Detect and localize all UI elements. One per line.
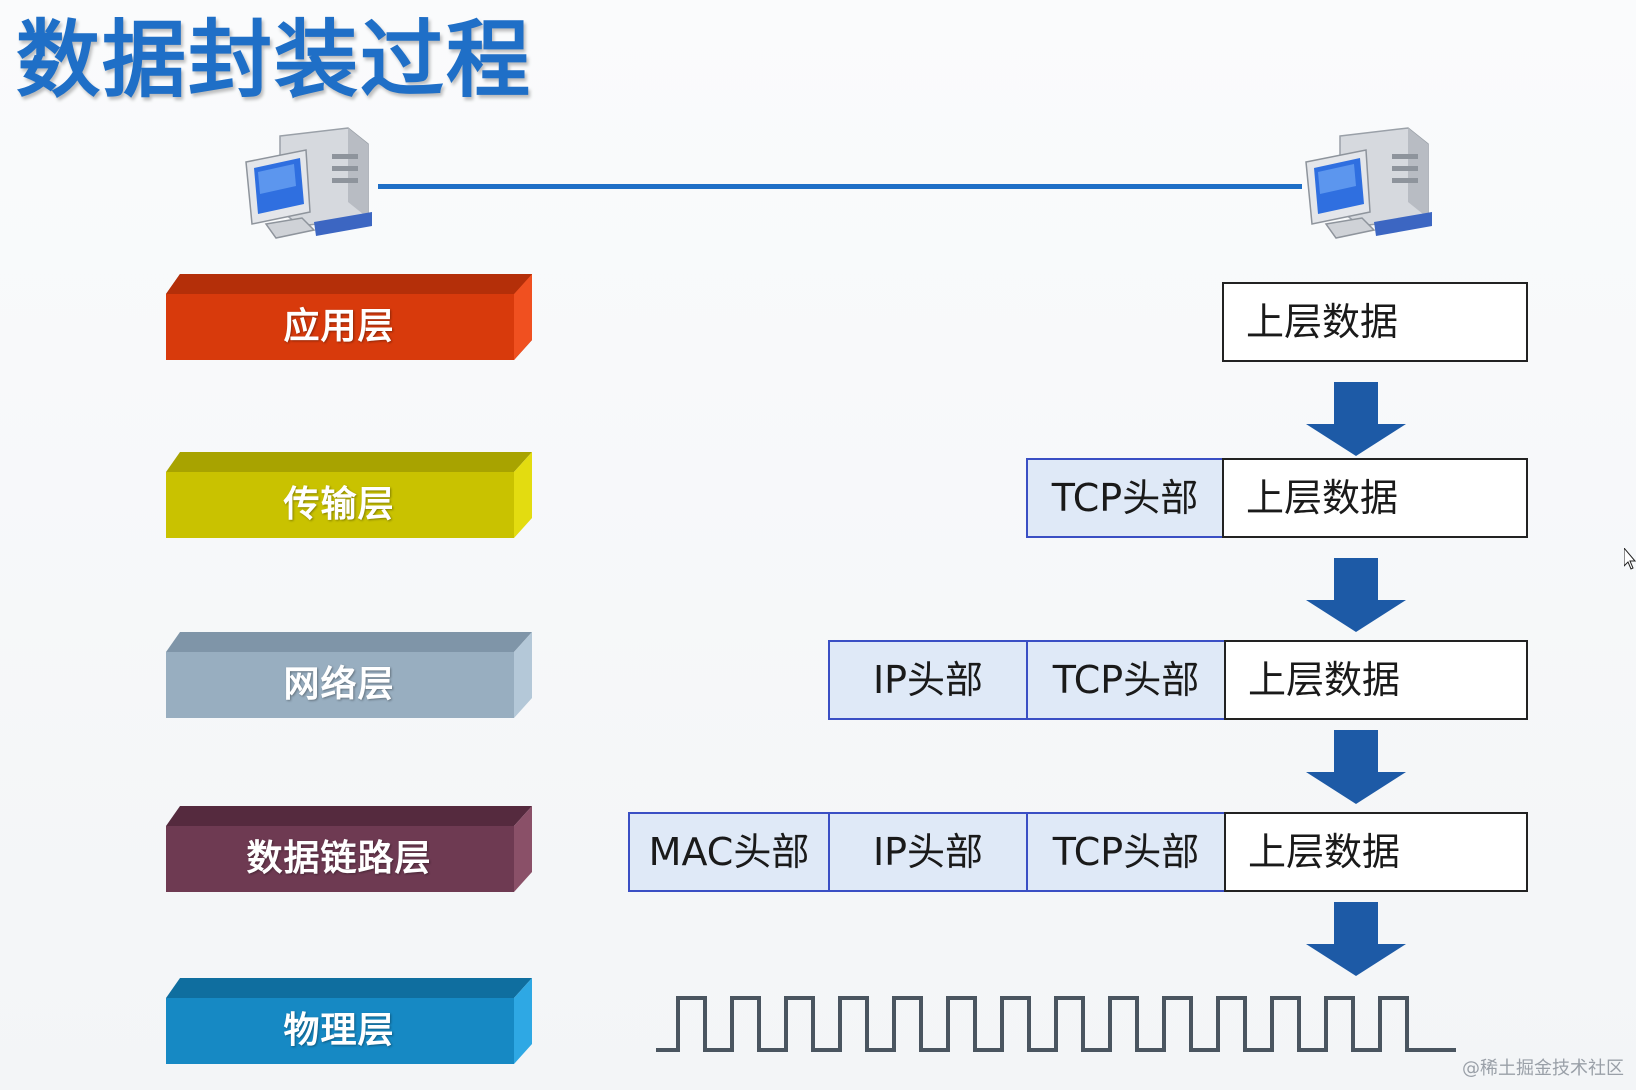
- layer-label-network: 网络层: [283, 664, 395, 705]
- network-link-line: [378, 184, 1302, 189]
- layer-label-application: 应用层: [283, 306, 395, 347]
- frame-datalink: MAC头部 IP头部 TCP头部 上层数据: [628, 812, 1528, 892]
- down-arrow-icon: [1306, 382, 1406, 456]
- ip-header-cell: IP头部: [828, 812, 1028, 892]
- mac-header-cell: MAC头部: [628, 812, 830, 892]
- upper-data-cell: 上层数据: [1222, 458, 1528, 538]
- frame-network: IP头部 TCP头部 上层数据: [828, 640, 1528, 720]
- ip-header-cell: IP头部: [828, 640, 1028, 720]
- tcp-header-cell: TCP头部: [1026, 458, 1224, 538]
- layer-label-datalink: 数据链路层: [246, 838, 432, 879]
- tcp-header-cell: TCP头部: [1026, 640, 1226, 720]
- upper-data-cell: 上层数据: [1222, 282, 1528, 362]
- layer-network: 网络层: [166, 632, 534, 718]
- left-computer-icon: [245, 127, 372, 239]
- page-title: 数据封装过程: [16, 11, 533, 109]
- upper-data-cell: 上层数据: [1224, 812, 1528, 892]
- layer-datalink: 数据链路层: [166, 806, 534, 892]
- frame-application: 上层数据: [1222, 282, 1528, 362]
- layer-label-physical: 物理层: [283, 1010, 395, 1051]
- layer-application: 应用层: [166, 274, 534, 360]
- upper-data-cell: 上层数据: [1224, 640, 1528, 720]
- tcp-header-cell: TCP头部: [1026, 812, 1226, 892]
- frame-transport: TCP头部 上层数据: [1026, 458, 1528, 538]
- layer-physical: 物理层: [166, 978, 534, 1064]
- right-computer-icon: [1305, 127, 1432, 239]
- down-arrow-icon: [1306, 730, 1406, 804]
- layer-transport: 传输层: [166, 452, 534, 538]
- layer-label-transport: 传输层: [283, 484, 395, 525]
- mouse-cursor-icon: [1624, 548, 1636, 570]
- down-arrow-icon: [1306, 558, 1406, 632]
- down-arrow-icon: [1306, 902, 1406, 976]
- square-wave-signal: [656, 996, 1456, 1052]
- watermark: @稀土掘金技术社区: [1462, 1058, 1624, 1079]
